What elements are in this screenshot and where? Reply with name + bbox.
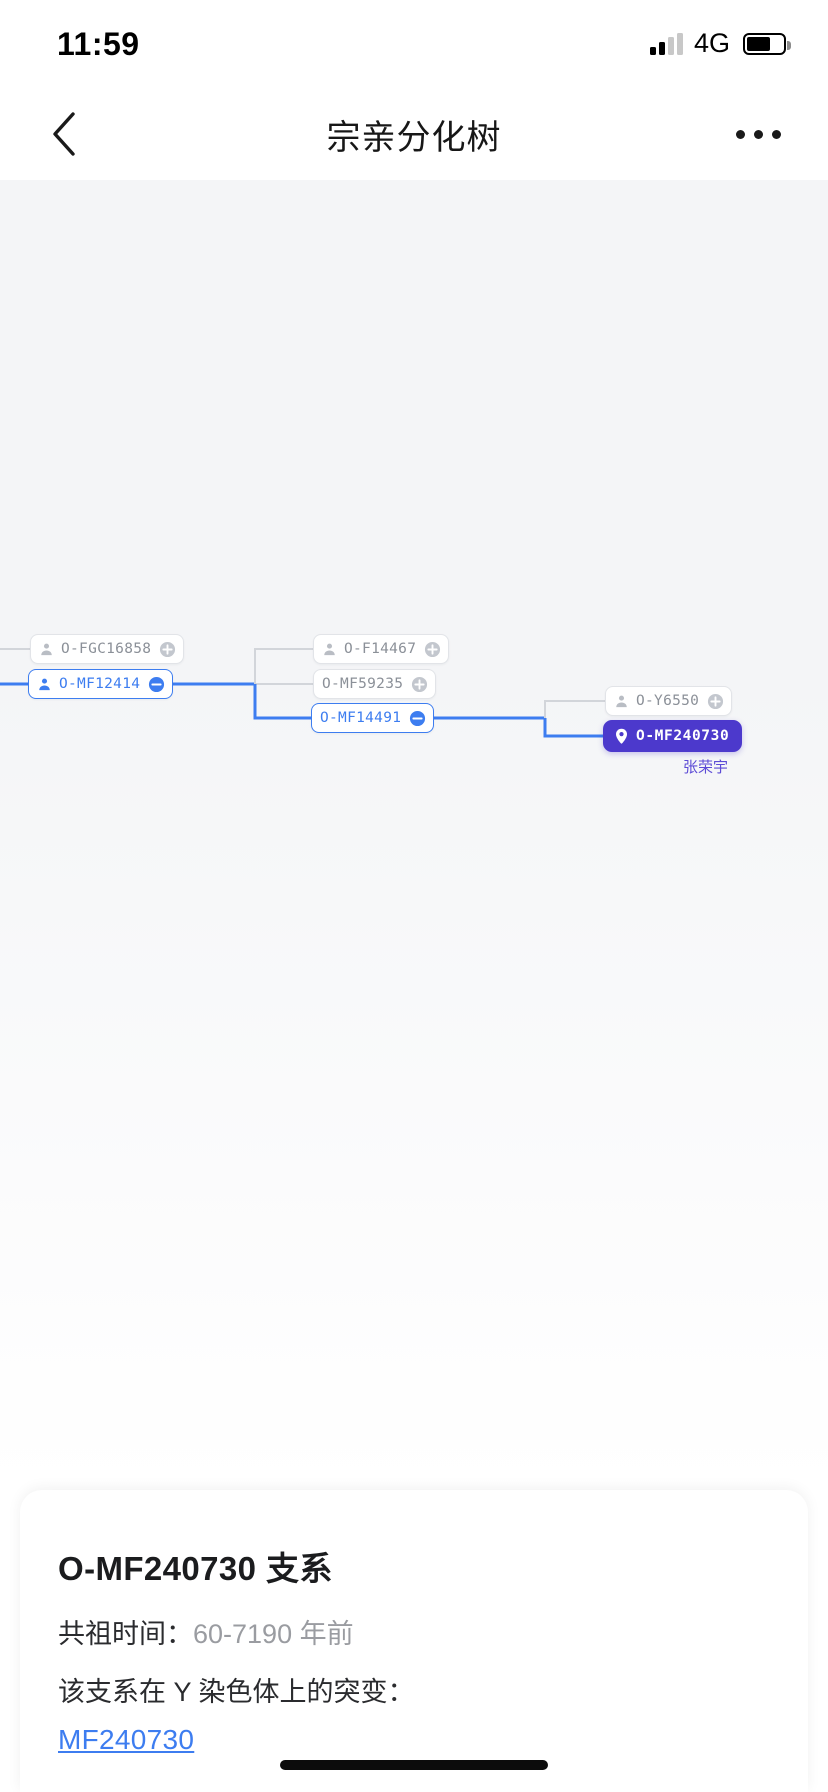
ellipsis-icon bbox=[735, 129, 745, 139]
current-node-person-name: 张荣宇 bbox=[683, 759, 729, 776]
common-ancestor-time-value: 60-7190 年前 bbox=[193, 1619, 354, 1649]
location-pin-icon bbox=[614, 728, 629, 745]
status-time: 11:59 bbox=[57, 26, 140, 62]
tree-node-o-fgc16858[interactable]: O-FGC16858 bbox=[30, 634, 185, 664]
status-indicators: 4G bbox=[649, 28, 791, 58]
ellipsis-icon bbox=[771, 129, 781, 139]
branch-detail-card: O-MF240730 支系 共祖时间：60-7190 年前 该支系在 Y 染色体… bbox=[20, 1490, 808, 1792]
tree-node-o-f14467[interactable]: O-F14467 bbox=[313, 634, 450, 664]
tree-node-o-mf14491[interactable]: O-MF14491 bbox=[311, 703, 435, 733]
plus-circle-icon[interactable] bbox=[707, 693, 724, 710]
tree-node-label: O-F14467 bbox=[344, 641, 417, 657]
common-ancestor-time-label: 共祖时间： bbox=[58, 1619, 193, 1649]
tree-node-o-y6550[interactable]: O-Y6550 bbox=[605, 686, 733, 716]
nav-bar: 宗亲分化树 bbox=[0, 88, 828, 180]
phylo-tree-canvas[interactable]: O-FGC16858 O-MF12414 bbox=[0, 180, 828, 1492]
page-title: 宗亲分化树 bbox=[326, 118, 502, 157]
tree-node-o-mf59235[interactable]: O-MF59235 bbox=[313, 669, 437, 699]
tree-node-label: O-MF240730 bbox=[636, 728, 730, 744]
ellipsis-icon bbox=[753, 129, 763, 139]
mutation-link[interactable]: MF240730 bbox=[58, 1724, 195, 1755]
network-type-label: 4G bbox=[693, 28, 730, 58]
tree-connector-lines bbox=[0, 648, 605, 738]
tree-node-label: O-MF59235 bbox=[322, 676, 404, 692]
common-ancestor-time-row: 共祖时间：60-7190 年前 bbox=[58, 1612, 354, 1651]
mutation-label: 该支系在 Y 染色体上的突变： bbox=[58, 1677, 415, 1707]
tree-node-label: O-MF14491 bbox=[320, 710, 402, 726]
home-indicator bbox=[280, 1760, 548, 1770]
minus-circle-icon[interactable] bbox=[148, 676, 165, 693]
person-icon bbox=[614, 694, 629, 709]
battery-fill bbox=[747, 36, 771, 51]
tree-node-label: O-FGC16858 bbox=[61, 641, 152, 657]
person-icon bbox=[37, 677, 52, 692]
chevron-left-icon bbox=[50, 110, 78, 158]
tree-node-label: O-Y6550 bbox=[636, 693, 700, 709]
plus-circle-icon[interactable] bbox=[411, 676, 428, 693]
plus-circle-icon[interactable] bbox=[424, 641, 441, 658]
tree-node-o-mf240730-current[interactable]: O-MF240730 bbox=[603, 720, 743, 752]
plus-circle-icon[interactable] bbox=[159, 641, 176, 658]
battery-icon bbox=[743, 32, 791, 55]
branch-title: O-MF240730 支系 bbox=[58, 1550, 333, 1587]
tree-node-o-mf12414[interactable]: O-MF12414 bbox=[28, 669, 174, 699]
back-button[interactable] bbox=[28, 88, 100, 180]
person-icon bbox=[39, 642, 54, 657]
status-bar: 11:59 4G bbox=[0, 0, 828, 88]
more-options-button[interactable] bbox=[718, 88, 798, 180]
person-icon bbox=[322, 642, 337, 657]
minus-circle-icon[interactable] bbox=[409, 710, 426, 727]
tree-node-label: O-MF12414 bbox=[59, 676, 141, 692]
cellular-signal-icon bbox=[649, 32, 683, 55]
